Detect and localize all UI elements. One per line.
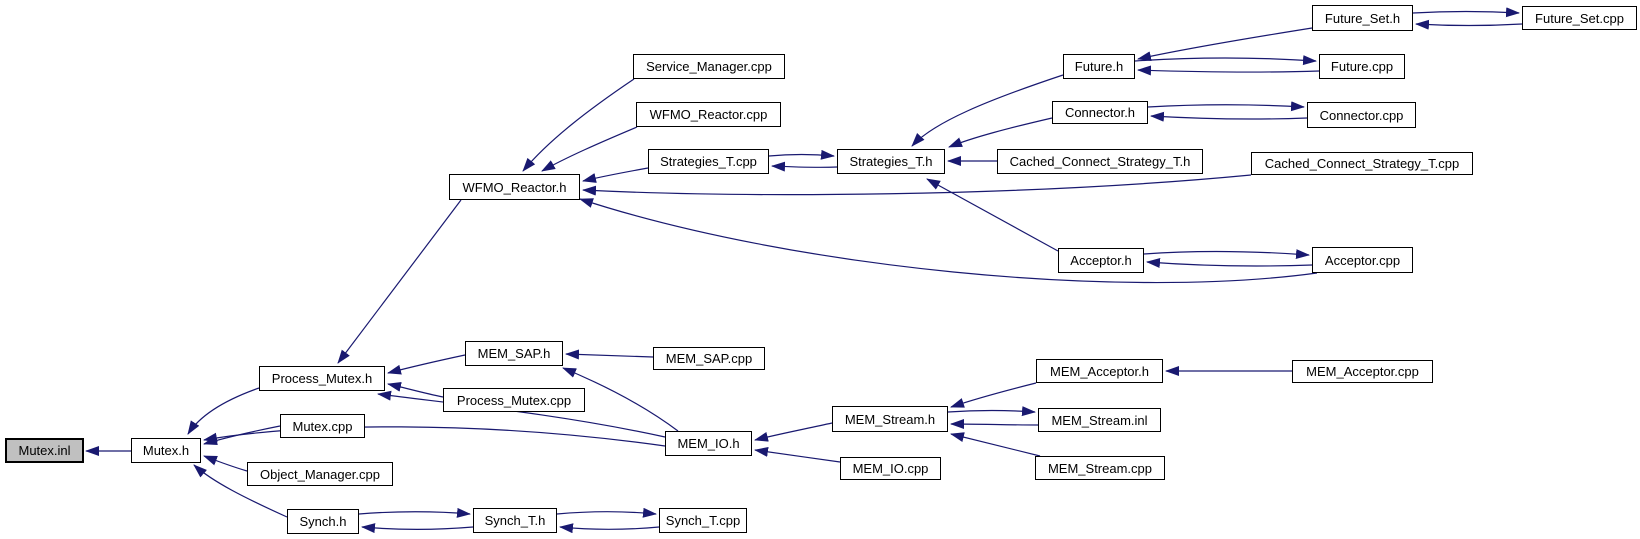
- graph-node-strategies_t_cpp[interactable]: Strategies_T.cpp: [648, 149, 769, 174]
- graph-node-mem_acceptor_h[interactable]: MEM_Acceptor.h: [1036, 359, 1163, 383]
- edge-wfmo_reactor_h-to-process_mutex_h: [337, 199, 462, 364]
- edge-synch_t_h-to-synch_t_cpp: [556, 507, 657, 518]
- edge-cached_connect_strategy_t_cpp-to-wfmo_reactor_h: [582, 174, 1252, 196]
- graph-node-mem_stream_inl[interactable]: MEM_Stream.inl: [1038, 408, 1161, 432]
- edge-strategies_t_cpp-to-strategies_t_h: [768, 149, 835, 160]
- edge-object_manager_cpp-to-mutex_h: [203, 455, 248, 472]
- edge-acceptor_cpp-to-acceptor_h: [1146, 257, 1313, 268]
- edge-mem_stream_cpp-to-mem_stream_h: [950, 432, 1041, 457]
- graph-node-strategies_t_h[interactable]: Strategies_T.h: [837, 149, 945, 174]
- graph-node-mutex_inl: Mutex.inl: [5, 438, 84, 463]
- edge-group: [85, 7, 1523, 534]
- graph-node-service_manager_cpp[interactable]: Service_Manager.cpp: [633, 54, 785, 79]
- graph-node-mem_io_cpp[interactable]: MEM_IO.cpp: [840, 457, 941, 480]
- graph-node-future_set_cpp[interactable]: Future_Set.cpp: [1522, 6, 1637, 30]
- graph-node-connector_h[interactable]: Connector.h: [1052, 101, 1148, 124]
- graph-node-future_cpp[interactable]: Future.cpp: [1319, 54, 1405, 79]
- edge-mem_io_cpp-to-mem_io_h: [754, 446, 841, 463]
- graph-node-connector_cpp[interactable]: Connector.cpp: [1307, 102, 1416, 128]
- edge-mem_acceptor_h-to-mem_stream_h: [950, 382, 1037, 408]
- edge-connector_cpp-to-connector_h: [1150, 111, 1308, 122]
- graph-node-wfmo_reactor_h[interactable]: WFMO_Reactor.h: [449, 174, 580, 200]
- graph-node-cached_connect_strategy_t_cpp[interactable]: Cached_Connect_Strategy_T.cpp: [1251, 152, 1473, 175]
- graph-node-mem_acceptor_cpp[interactable]: MEM_Acceptor.cpp: [1292, 360, 1433, 383]
- edge-mem_io_h-to-mem_sap_h: [562, 367, 679, 432]
- graph-node-cached_connect_strategy_t_h[interactable]: Cached_Connect_Strategy_T.h: [997, 149, 1203, 174]
- edge-future_h-to-strategies_t_h: [911, 74, 1064, 147]
- edge-service_manager_cpp-to-wfmo_reactor_h: [522, 78, 635, 172]
- graph-node-synch_t_h[interactable]: Synch_T.h: [473, 508, 557, 533]
- edge-wfmo_reactor_cpp-to-wfmo_reactor_h: [541, 126, 638, 172]
- edge-mem_io_h-to-mutex_h: [203, 426, 666, 447]
- edge-synch_t_h-to-synch_h: [361, 523, 474, 534]
- edge-future_cpp-to-future_h: [1137, 65, 1320, 76]
- graph-node-synch_h[interactable]: Synch.h: [287, 509, 359, 534]
- graph-node-mem_io_h[interactable]: MEM_IO.h: [665, 431, 752, 456]
- edge-process_mutex_cpp-to-process_mutex_h: [387, 381, 444, 398]
- edge-future_h-to-future_cpp: [1134, 55, 1317, 66]
- graph-node-acceptor_h[interactable]: Acceptor.h: [1058, 248, 1144, 273]
- edge-synch_h-to-synch_t_h: [358, 507, 471, 518]
- graph-node-wfmo_reactor_cpp[interactable]: WFMO_Reactor.cpp: [636, 102, 781, 127]
- graph-node-acceptor_cpp[interactable]: Acceptor.cpp: [1312, 247, 1413, 273]
- edge-strategies_t_h-to-strategies_t_cpp: [771, 161, 838, 172]
- graph-node-future_set_h[interactable]: Future_Set.h: [1312, 5, 1413, 31]
- edge-future_set_h-to-future_h: [1137, 27, 1313, 62]
- edge-acceptor_cpp-to-wfmo_reactor_h: [579, 198, 1318, 284]
- edge-future_set_cpp-to-future_set_h: [1415, 19, 1523, 30]
- edge-mem_stream_inl-to-mem_stream_h: [950, 419, 1039, 430]
- graph-node-mem_sap_cpp[interactable]: MEM_SAP.cpp: [653, 347, 765, 370]
- graph-node-mem_stream_h[interactable]: MEM_Stream.h: [832, 406, 948, 432]
- graph-node-object_manager_cpp[interactable]: Object_Manager.cpp: [247, 462, 393, 486]
- graph-node-mutex_h[interactable]: Mutex.h: [131, 438, 201, 463]
- graph-node-future_h[interactable]: Future.h: [1063, 54, 1135, 79]
- edge-mem_stream_h-to-mem_stream_inl: [947, 406, 1036, 417]
- edge-connector_h-to-connector_cpp: [1147, 101, 1305, 112]
- edge-acceptor_h-to-acceptor_cpp: [1143, 249, 1310, 260]
- graph-node-mem_stream_cpp[interactable]: MEM_Stream.cpp: [1035, 456, 1165, 480]
- edge-connector_h-to-strategies_t_h: [948, 117, 1053, 148]
- edge-future_set_h-to-future_set_cpp: [1412, 7, 1520, 18]
- edge-strategies_t_cpp-to-wfmo_reactor_h: [582, 167, 649, 183]
- edge-acceptor_h-to-strategies_t_h: [926, 178, 1059, 252]
- graph-node-process_mutex_cpp[interactable]: Process_Mutex.cpp: [443, 388, 585, 412]
- edge-synch_h-to-mutex_h: [193, 464, 288, 518]
- edge-process_mutex_h-to-mutex_h: [187, 387, 260, 435]
- edge-mem_sap_h-to-process_mutex_h: [387, 354, 466, 375]
- graph-node-mem_sap_h[interactable]: MEM_SAP.h: [465, 341, 563, 366]
- edge-mem_sap_cpp-to-mem_sap_h: [565, 349, 654, 360]
- edge-mem_stream_h-to-mem_io_h: [754, 422, 833, 442]
- graph-node-synch_t_cpp[interactable]: Synch_T.cpp: [659, 508, 747, 533]
- graph-node-process_mutex_h[interactable]: Process_Mutex.h: [259, 366, 385, 391]
- graph-node-mutex_cpp[interactable]: Mutex.cpp: [280, 414, 365, 438]
- edge-synch_t_cpp-to-synch_t_h: [559, 523, 660, 534]
